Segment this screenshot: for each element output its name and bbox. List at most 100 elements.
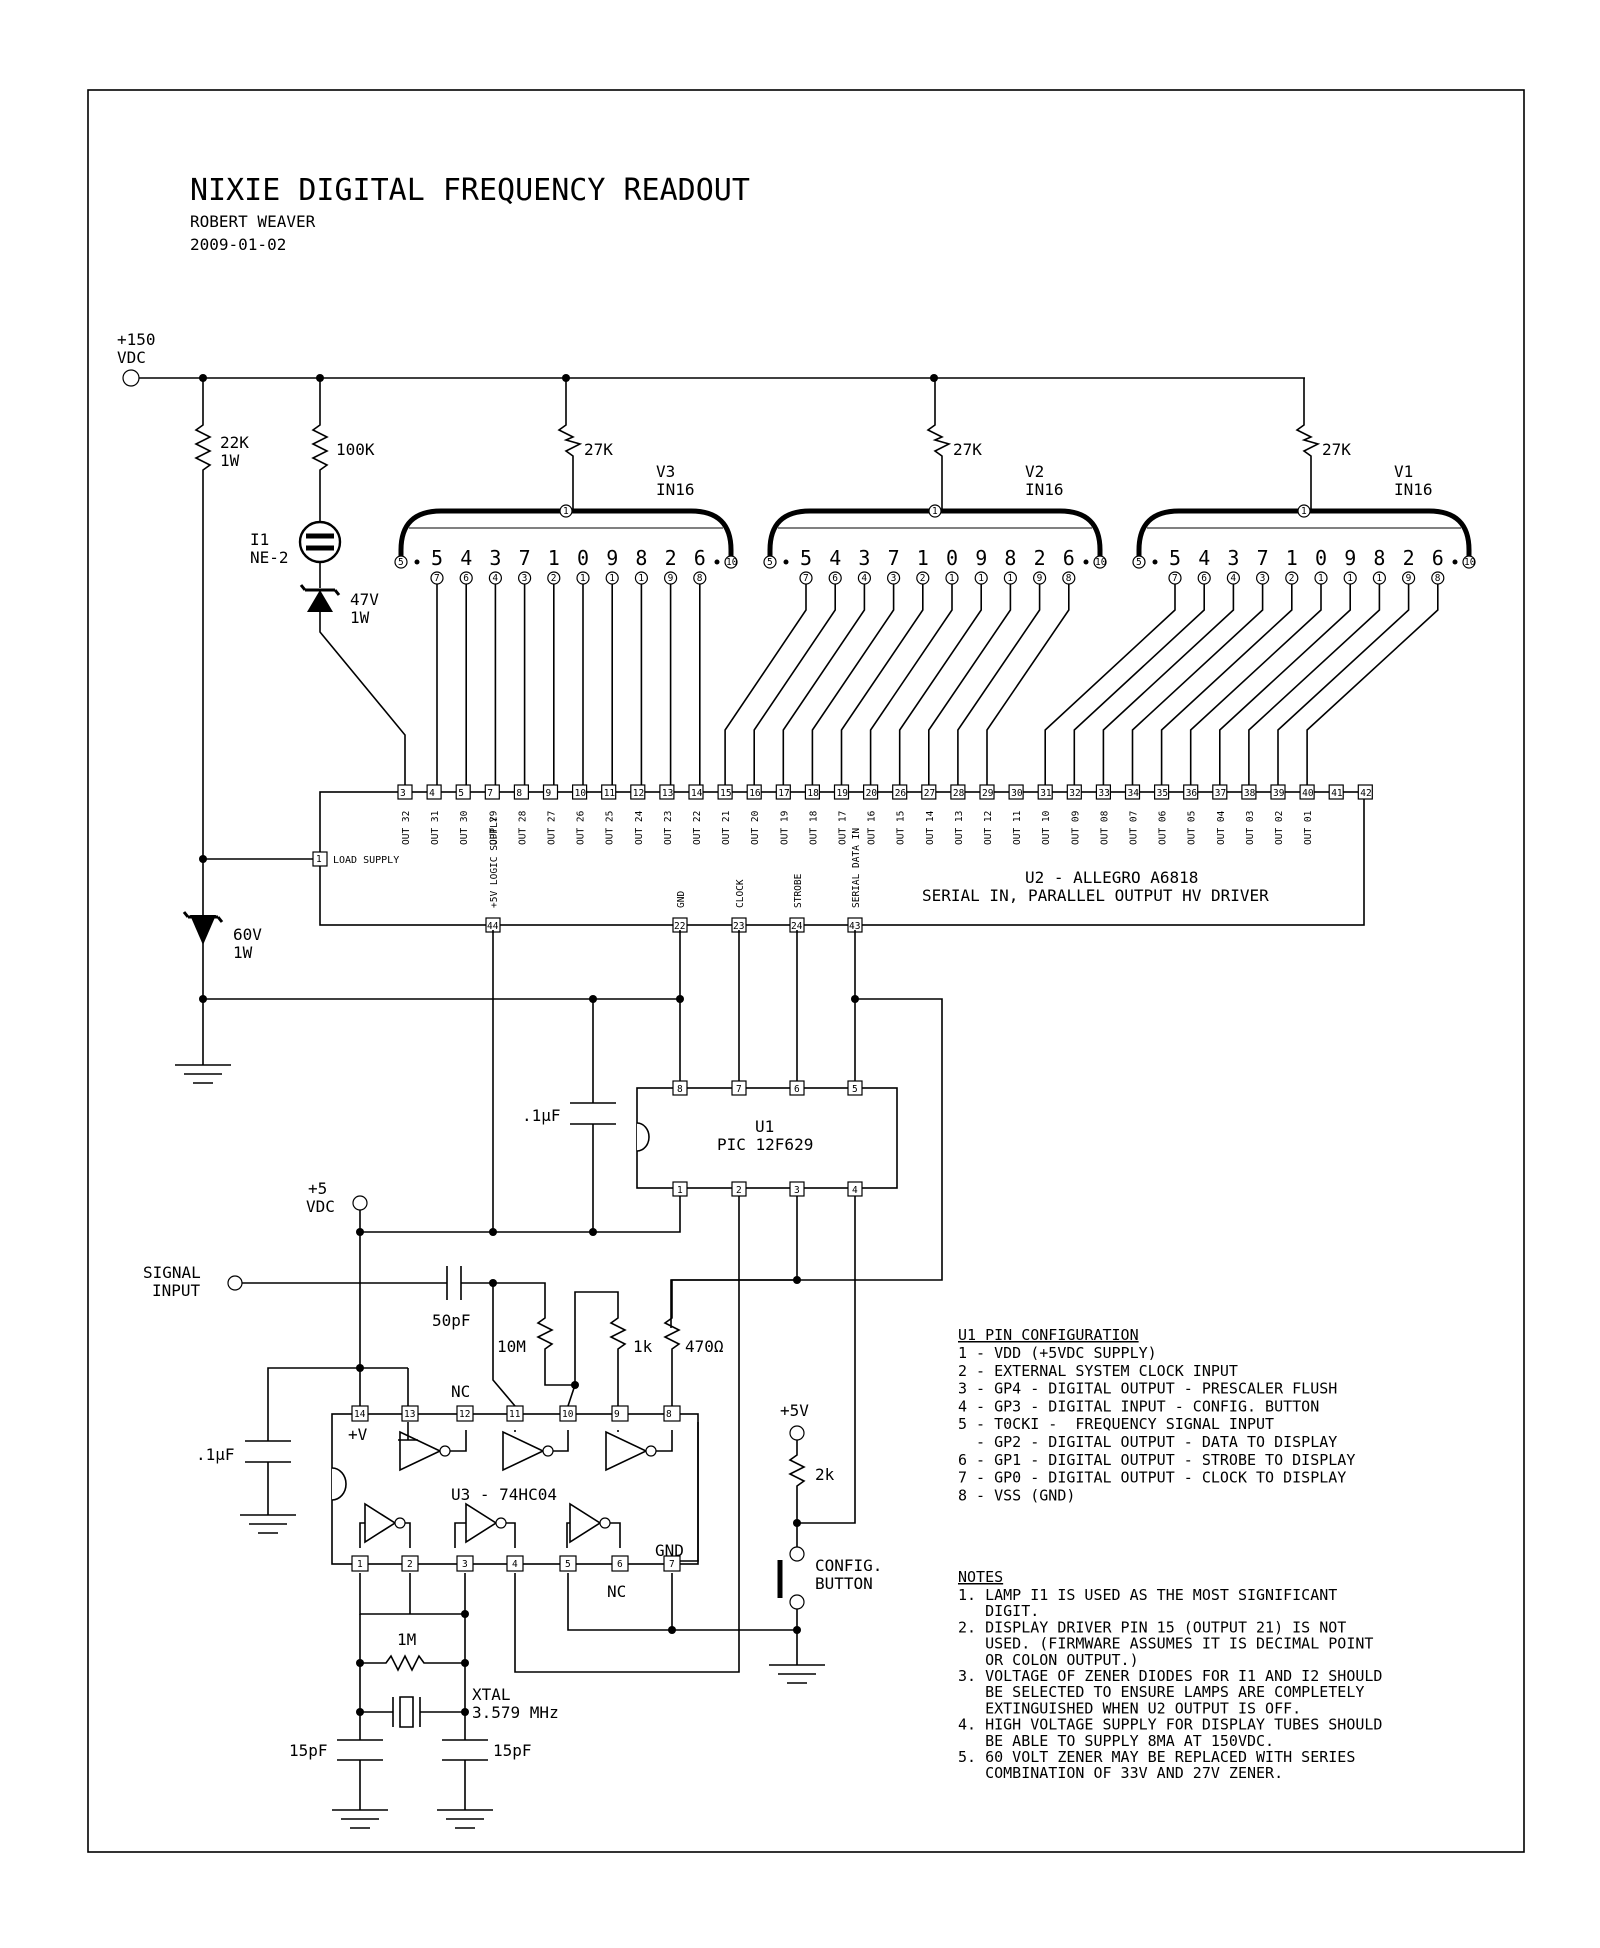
- lamp-ref: I1: [250, 530, 269, 549]
- tube-0-digit: 0: [577, 546, 589, 570]
- author-label: ROBERT WEAVER: [190, 212, 316, 231]
- svg-text:37: 37: [1215, 788, 1226, 799]
- svg-text:1: 1: [1007, 573, 1013, 584]
- svg-text:3: 3: [522, 573, 528, 584]
- tube-1-digit: 4: [829, 546, 841, 570]
- svg-text:8: 8: [1435, 573, 1441, 584]
- svg-text:10: 10: [726, 557, 738, 568]
- r22k-rating: 1W: [220, 451, 240, 470]
- svg-text:STROBE: STROBE: [793, 873, 804, 908]
- svg-text:OUT 29: OUT 29: [488, 810, 499, 845]
- tube-0-digit: 6: [694, 546, 706, 570]
- svg-text:3: 3: [400, 788, 406, 799]
- ground-symbol-2: [769, 1609, 825, 1684]
- svg-text:9: 9: [614, 1409, 620, 1420]
- note-line: DIGIT.: [958, 1602, 1039, 1620]
- ground-symbol-1: [175, 999, 231, 1084]
- u3-pin: [456, 1555, 474, 1572]
- svg-text:GND: GND: [676, 891, 687, 908]
- tube-ref-1: V2: [1025, 462, 1044, 481]
- svg-text:29: 29: [982, 788, 994, 799]
- capacitor-01uf-a: [570, 999, 616, 1232]
- tube-2-digit: 8: [1373, 546, 1385, 570]
- svg-text:OUT 17: OUT 17: [838, 811, 849, 845]
- svg-text:20: 20: [866, 788, 878, 799]
- tube-1-digit: 3: [858, 546, 870, 570]
- signal-label-2: INPUT: [152, 1281, 201, 1300]
- svg-text:OUT 12: OUT 12: [983, 811, 994, 845]
- svg-text:36: 36: [1186, 788, 1198, 799]
- svg-text:OUT 10: OUT 10: [1041, 810, 1052, 845]
- svg-text:3: 3: [462, 1559, 468, 1570]
- date-label: 2009-01-02: [190, 235, 286, 254]
- inverter-gates: [359, 1422, 673, 1548]
- u2-pin: [717, 784, 733, 800]
- u1-pin: [789, 1080, 805, 1096]
- svg-text:4: 4: [861, 573, 867, 584]
- pin-config-line: 8 - VSS (GND): [958, 1486, 1075, 1504]
- note-line: COMBINATION OF 33V AND 27V ZENER.: [958, 1764, 1283, 1782]
- u2-pin: [630, 784, 646, 800]
- sheet-border: [87, 89, 1525, 1853]
- svg-text:18: 18: [807, 788, 819, 799]
- tube-1-digit: 0: [946, 546, 958, 570]
- svg-text:5: 5: [398, 557, 404, 568]
- svg-text:23: 23: [733, 921, 744, 932]
- tube-2-digit: 5: [1169, 546, 1181, 570]
- svg-text:3: 3: [1260, 573, 1266, 584]
- svg-text:1: 1: [316, 854, 322, 865]
- u3-pin: [559, 1555, 577, 1572]
- svg-text:6: 6: [832, 573, 838, 584]
- resistor-22k: [194, 378, 212, 999]
- r27k-value-0: 27K: [584, 440, 613, 459]
- u2-pin: [513, 784, 530, 800]
- note-line: 4. HIGH VOLTAGE SUPPLY FOR DISPLAY TUBES…: [958, 1716, 1382, 1734]
- svg-text:5: 5: [852, 1084, 858, 1095]
- svg-text:OUT 30: OUT 30: [459, 810, 470, 845]
- lv-supply-terminal: [352, 1195, 368, 1211]
- u2-pin: [1328, 784, 1344, 800]
- xtal-freq: 3.579 MHz: [472, 1703, 559, 1722]
- svg-text:13: 13: [662, 788, 673, 799]
- svg-text:4: 4: [429, 788, 435, 799]
- svg-text:8: 8: [697, 573, 703, 584]
- lamp-type: NE-2: [250, 548, 289, 567]
- note-line: BE ABLE TO SUPPLY 8MA AT 150VDC.: [958, 1732, 1274, 1750]
- svg-text:9: 9: [1037, 573, 1043, 584]
- svg-text:35: 35: [1157, 788, 1168, 799]
- tube-2-digit: 9: [1344, 546, 1356, 570]
- svg-text:26: 26: [895, 788, 907, 799]
- svg-text:7: 7: [736, 1084, 742, 1095]
- u2-pin: [484, 784, 500, 800]
- svg-text:40: 40: [1302, 788, 1314, 799]
- svg-text:1: 1: [1376, 573, 1382, 584]
- u2-pin: [1270, 784, 1286, 800]
- svg-text:7: 7: [434, 573, 440, 584]
- note-line: 3. VOLTAGE OF ZENER DIODES FOR I1 AND I2…: [958, 1667, 1382, 1685]
- u2-pin: [833, 784, 850, 800]
- u2-pin: [746, 784, 762, 800]
- tube-0-digit: 5: [431, 546, 443, 570]
- u2-pin: [455, 784, 471, 800]
- u3-pin: [611, 1555, 629, 1572]
- u2-pin: [659, 784, 675, 800]
- svg-text:32: 32: [1069, 788, 1080, 799]
- u3-pin: [401, 1405, 419, 1422]
- pin-config-line: 6 - GP1 - DIGITAL OUTPUT - STROBE TO DIS…: [958, 1451, 1355, 1469]
- svg-text:15: 15: [720, 788, 731, 799]
- u2-pin: [1008, 784, 1024, 800]
- u2-pin: [1037, 784, 1053, 800]
- svg-text:43: 43: [849, 921, 860, 932]
- u2-pin: [542, 784, 559, 800]
- tube-2-digit: 7: [1257, 546, 1269, 570]
- u3-pin: [351, 1555, 369, 1572]
- svg-text:34: 34: [1128, 788, 1140, 799]
- svg-text:7: 7: [803, 573, 809, 584]
- svg-text:OUT 15: OUT 15: [896, 811, 907, 845]
- u2-pin: [775, 784, 791, 800]
- u2-pin: [892, 784, 908, 800]
- svg-text:1: 1: [932, 506, 938, 517]
